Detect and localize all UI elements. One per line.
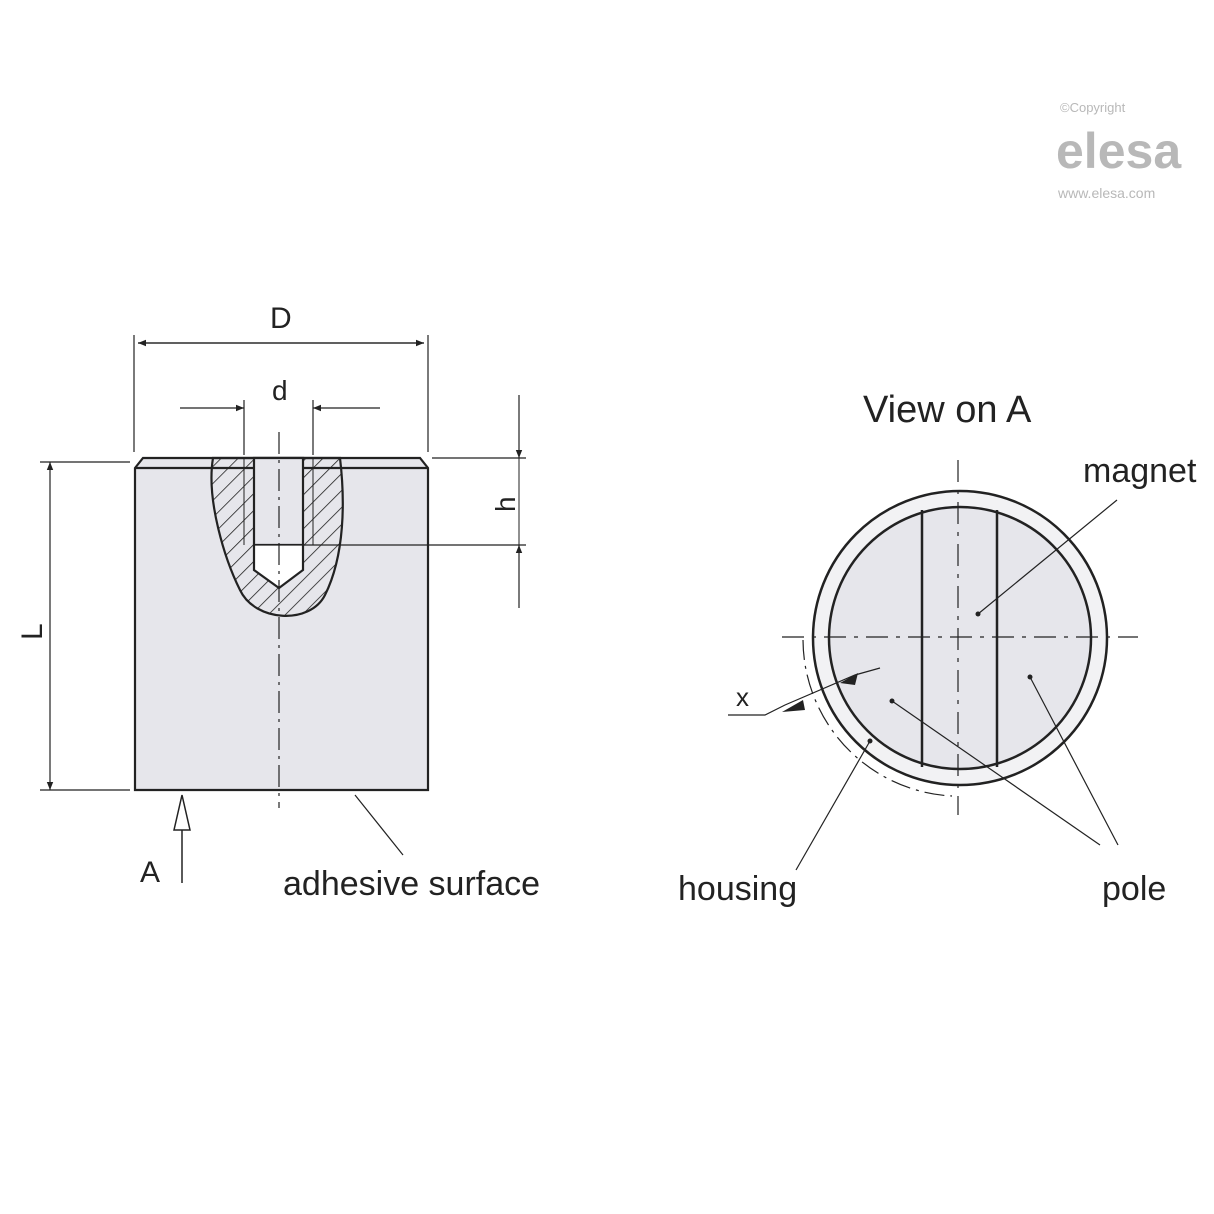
x-arrowheads: [782, 673, 858, 712]
housing-label: housing: [678, 870, 797, 908]
x-label: x: [736, 682, 749, 712]
view-A-marker: A: [140, 856, 160, 889]
dim-L-label: L: [16, 623, 49, 640]
front-view: [728, 460, 1138, 871]
magnet-label: magnet: [1083, 452, 1197, 490]
elesa-logo: ©Copyright elesa www.elesa.com: [1056, 100, 1182, 201]
dim-h-label: h: [490, 496, 521, 512]
adhesive-surface-label: adhesive surface: [283, 865, 540, 903]
view-title: View on A: [863, 389, 1032, 431]
url-text: www.elesa.com: [1057, 185, 1155, 201]
brand-text: elesa: [1056, 123, 1182, 179]
dim-D-label: D: [270, 302, 292, 335]
copyright-text: ©Copyright: [1060, 100, 1126, 115]
pole-label: pole: [1102, 870, 1166, 908]
side-view: [40, 335, 526, 883]
dim-d-label: d: [272, 375, 288, 406]
